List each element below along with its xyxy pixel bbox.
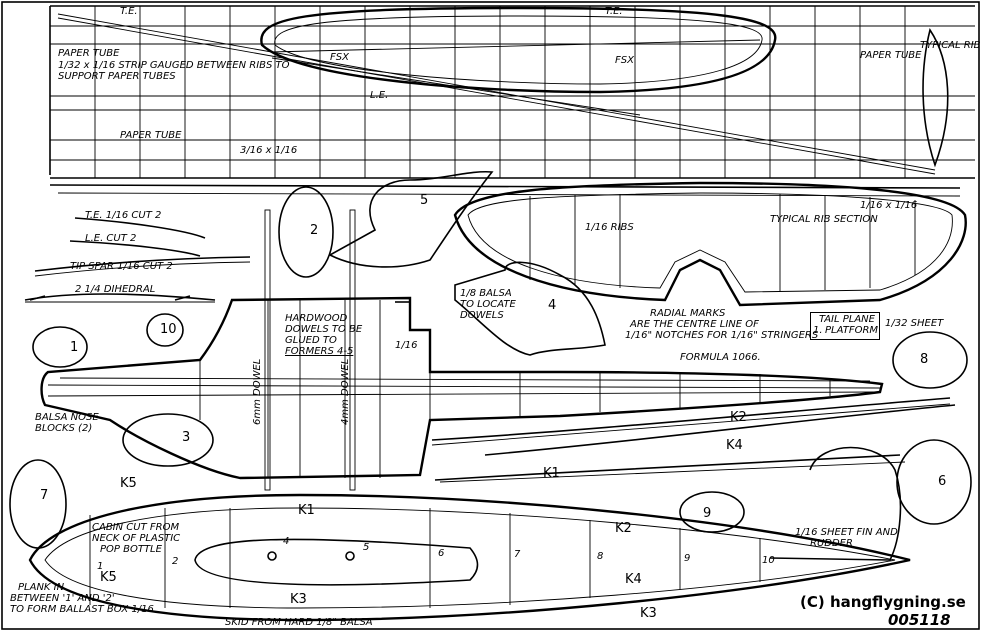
plank-note-2: BETWEEN '1' AND '2'	[10, 593, 115, 604]
station-1: 1	[97, 561, 104, 572]
gusset-note-1: 1/8 BALSA	[460, 288, 512, 299]
tailplane-sheet: 1/32 SHEET	[885, 318, 944, 329]
part-k2-top: K2	[730, 410, 747, 425]
radial-note-2: ARE THE CENTRE LINE OF	[630, 319, 759, 330]
paper-tube-1: PAPER TUBE	[58, 48, 120, 59]
te-note-left: T.E.	[120, 6, 138, 17]
part-k4-top: K4	[726, 438, 743, 453]
gusset-note-3: DOWELS	[460, 310, 504, 321]
part-k3-edge: K3	[640, 606, 657, 621]
le-note: L.E.	[370, 90, 389, 101]
cabin-note-1: CABIN CUT FROM	[92, 522, 180, 533]
part-k3-bot: K3	[290, 592, 307, 607]
dowels-note-1: HARDWOOD	[285, 313, 348, 324]
station-7: 7	[514, 549, 521, 560]
balsa-nose-1: BALSA NOSE	[35, 412, 99, 423]
former-7: 7	[40, 488, 49, 503]
radial-note-1: RADIAL MARKS	[650, 308, 726, 319]
skid-note: SKID FROM HARD 1/8" BALSA	[225, 617, 373, 628]
paper-tube-3: PAPER TUBE	[120, 130, 182, 141]
spar-small: 1/16 x 1/16	[860, 200, 918, 211]
station-5: 5	[363, 542, 370, 553]
part-k2-bot: K2	[615, 521, 632, 536]
paper-tube-2: PAPER TUBE	[860, 50, 922, 61]
tailplane-platform-box: TAIL PLANE 1. PLATFORM	[810, 312, 880, 340]
former-4: 4	[548, 298, 557, 313]
plan-number: 005118	[888, 611, 951, 629]
sheet-1-16: 1/16	[395, 340, 418, 351]
former-6: 6	[938, 474, 947, 489]
cabin-note-3: POP BOTTLE	[100, 544, 162, 555]
dowel-left: 6mm DOWEL	[252, 358, 263, 425]
formula-note: FORMULA 1066.	[680, 352, 761, 363]
fuselage-side	[40, 209, 884, 491]
former-5: 5	[420, 193, 429, 208]
gusset-note-2: TO LOCATE	[460, 299, 516, 310]
tip-spar: TIP SPAR 1/16 CUT 2	[70, 261, 173, 272]
fin-note: 1/16 SHEET FIN AND	[795, 527, 898, 538]
former-3: 3	[182, 430, 191, 445]
fsx-note-1: FSX	[330, 52, 349, 63]
former-2: 2	[310, 223, 319, 238]
dowels-note-3: GLUED TO	[285, 335, 337, 346]
tailplane-num: 1.	[813, 325, 823, 336]
part-k4-bot: K4	[625, 572, 642, 587]
dihedral-note: 2 1/4 DIHEDRAL	[75, 284, 156, 295]
formers	[9, 170, 972, 549]
former-8: 8	[920, 352, 929, 367]
tailplane-note-2: PLATFORM	[825, 325, 879, 336]
longerons	[431, 397, 956, 561]
station-2: 2	[172, 556, 179, 567]
former-1: 1	[70, 340, 79, 355]
wing-panel	[49, 5, 975, 197]
dowels-note-2: DOWELS TO BE	[285, 324, 363, 335]
copyright-watermark: (C) hangflygning.se	[800, 593, 966, 611]
dowel-right: 4mm DOWEL	[340, 358, 351, 425]
station-6: 6	[438, 548, 445, 559]
ribs-note: 1/16 RIBS	[585, 222, 634, 233]
typical-rib-section: TYPICAL RIB SECTION	[770, 214, 878, 225]
station-4: 4	[283, 536, 290, 547]
plank-note-1: PLANK IN	[18, 582, 65, 593]
plank-note-3: TO FORM BALLAST BOX 1/16	[10, 604, 154, 615]
part-k1-mid: K1	[543, 466, 560, 481]
dowels-note-4: FORMERS 4-5	[285, 346, 354, 357]
spar-note: 3/16 x 1/16	[240, 145, 298, 156]
fsx-note-2: FSX	[615, 55, 634, 66]
station-9: 9	[684, 553, 691, 564]
cabin-note-2: NECK OF PLASTIC	[92, 533, 181, 544]
part-k5-bot: K5	[100, 570, 117, 585]
le-cut: L.E. CUT 2	[85, 233, 137, 244]
rudder-note: RUDDER	[810, 538, 853, 549]
station-8: 8	[597, 551, 604, 562]
part-k1-bot: K1	[298, 503, 315, 518]
te-note-right: T.E.	[605, 6, 623, 17]
tailplane-note-1: TAIL PLANE	[819, 314, 875, 325]
fuselage-top	[28, 493, 911, 622]
former-9: 9	[703, 506, 712, 521]
typical-rib-right: TYPICAL RIB	[920, 40, 981, 51]
former-10: 10	[160, 322, 177, 337]
radial-note-3: 1/16" NOTCHES FOR 1/16" STRINGERS	[625, 330, 819, 341]
te-cut: T.E. 1/16 CUT 2	[85, 210, 162, 221]
part-k5-mid: K5	[120, 476, 137, 491]
station-10: 10	[762, 555, 775, 566]
ticks	[29, 295, 410, 303]
balsa-nose-2: BLOCKS (2)	[35, 423, 93, 434]
ribs-gauged-note: 1/32 x 1/16 STRIP GAUGED BETWEEN RIBS TO…	[58, 60, 290, 82]
